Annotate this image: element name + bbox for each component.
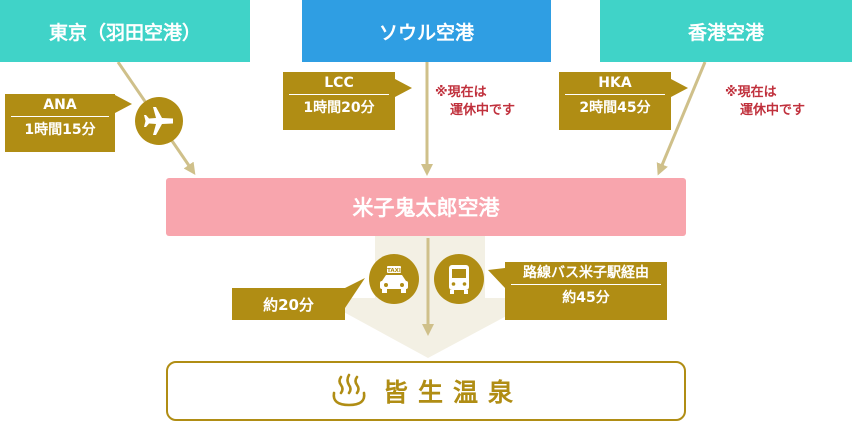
route-duration: 1時間20分	[303, 100, 375, 116]
bus-icon	[434, 254, 484, 304]
route-duration: 1時間15分	[24, 122, 96, 138]
airport-box: 米子鬼太郎空港	[166, 178, 686, 236]
route-carrier: HKA	[565, 72, 665, 95]
taxi-time: 約20分	[263, 295, 314, 314]
route-duration: 2時間45分	[579, 100, 651, 116]
airplane-icon	[135, 97, 183, 145]
bus-time: 約45分	[562, 290, 610, 306]
hka-tag-pointer	[671, 79, 688, 97]
note-line: ※現在は	[435, 85, 487, 100]
note-line: ※現在は	[725, 85, 777, 100]
route-carrier: LCC	[289, 72, 389, 95]
lcc-tag-pointer	[395, 79, 412, 97]
taxi-sign: TAXI	[387, 268, 401, 274]
arrow-hongkong	[656, 61, 707, 176]
origin-tokyo: 東京（羽田空港）	[0, 0, 250, 62]
origin-seoul-label: ソウル空港	[378, 21, 474, 44]
destination-label: 皆生温泉	[382, 378, 523, 407]
origin-tokyo-label: 東京（羽田空港）	[48, 21, 201, 44]
taxi-tag-pointer	[345, 278, 365, 308]
taxi-icon: TAXI	[369, 254, 419, 304]
destination-box: 皆生温泉	[166, 361, 686, 421]
route-tag-ana: ANA 1時間15分	[5, 94, 115, 152]
hot-spring-icon	[332, 373, 366, 407]
route-tag-hka: HKA 2時間45分	[559, 72, 671, 130]
bus-tag-pointer	[488, 268, 505, 288]
taxi-time-tag: 約20分	[232, 288, 345, 320]
note-seoul: ※現在は 運休中です	[435, 84, 515, 120]
note-line: 運休中です	[450, 103, 516, 118]
note-line: 運休中です	[740, 103, 806, 118]
bus-route: 路線バス米子駅経由	[511, 262, 661, 285]
bus-route-tag: 路線バス米子駅経由 約45分	[505, 262, 667, 320]
route-tag-lcc: LCC 1時間20分	[283, 72, 395, 130]
ana-tag-pointer	[115, 95, 132, 113]
airport-label: 米子鬼太郎空港	[352, 196, 500, 220]
origin-hongkong-label: 香港空港	[687, 21, 764, 44]
origin-hongkong: 香港空港	[600, 0, 852, 62]
origin-seoul: ソウル空港	[302, 0, 551, 62]
note-hongkong: ※現在は 運休中です	[725, 84, 805, 120]
route-carrier: ANA	[11, 94, 109, 117]
